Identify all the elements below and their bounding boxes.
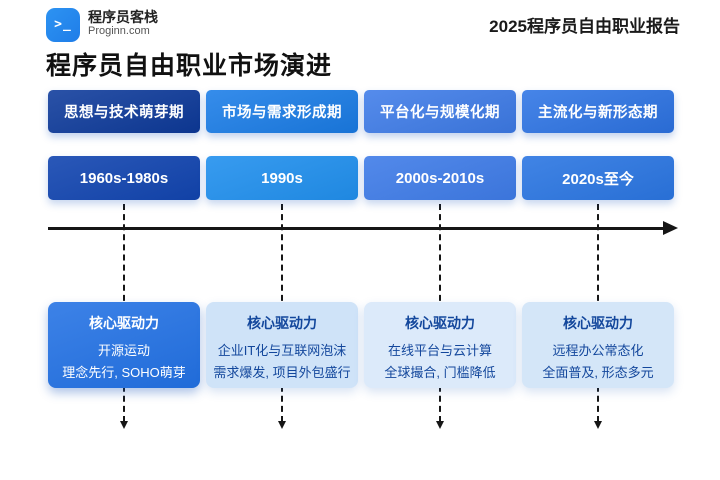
driver-card-1: 核心驱动力 开源运动 理念先行, SOHO萌芽 — [48, 302, 200, 388]
brand-name: 程序员客栈 — [88, 9, 158, 25]
down-arrowhead-icon — [436, 421, 444, 429]
stage-header-3: 平台化与规模化期 — [364, 90, 516, 133]
stage-header-1: 思想与技术萌芽期 — [48, 90, 200, 133]
stage-header-2: 市场与需求形成期 — [206, 90, 358, 133]
driver-card-2: 核心驱动力 企业IT化与互联网泡沫 需求爆发, 项目外包盛行 — [206, 302, 358, 388]
driver-line: 理念先行, SOHO萌芽 — [62, 365, 186, 381]
driver-card-title: 核心驱动力 — [247, 315, 317, 331]
stage-period-2: 1990s — [206, 156, 358, 200]
right-arrowhead-icon — [663, 221, 678, 235]
driver-line: 需求爆发, 项目外包盛行 — [213, 365, 351, 381]
stage-period-4: 2020s至今 — [522, 156, 674, 200]
down-arrowhead-icon — [120, 421, 128, 429]
stage-header-4: 主流化与新形态期 — [522, 90, 674, 133]
driver-line: 全面普及, 形态多元 — [542, 365, 654, 381]
driver-card-4: 核心驱动力 远程办公常态化 全面普及, 形态多元 — [522, 302, 674, 388]
down-arrowhead-icon — [594, 421, 602, 429]
terminal-prompt-glyph: >_ — [54, 16, 72, 32]
stage-period-3: 2000s-2010s — [364, 156, 516, 200]
timeline-axis — [48, 227, 665, 230]
driver-line: 开源运动 — [97, 343, 150, 358]
driver-line: 远程办公常态化 — [552, 343, 644, 358]
driver-line: 企业IT化与互联网泡沫 — [217, 343, 347, 358]
driver-card-title: 核心驱动力 — [89, 315, 159, 331]
stage-period-1: 1960s-1980s — [48, 156, 200, 200]
driver-card-title: 核心驱动力 — [405, 315, 475, 331]
page-title: 程序员自由职业市场演进 — [46, 52, 333, 80]
brand-domain: Proginn.com — [88, 25, 150, 38]
brand-text: 程序员客栈 Proginn.com — [88, 9, 158, 38]
driver-line: 在线平台与云计算 — [387, 343, 492, 358]
report-title: 2025程序员自由职业报告 — [489, 17, 680, 36]
driver-card-3: 核心驱动力 在线平台与云计算 全球撮合, 门槛降低 — [364, 302, 516, 388]
driver-line: 全球撮合, 门槛降低 — [384, 365, 496, 381]
down-arrowhead-icon — [278, 421, 286, 429]
brand-logo-terminal-icon: >_ — [46, 8, 80, 42]
driver-card-title: 核心驱动力 — [563, 315, 633, 331]
